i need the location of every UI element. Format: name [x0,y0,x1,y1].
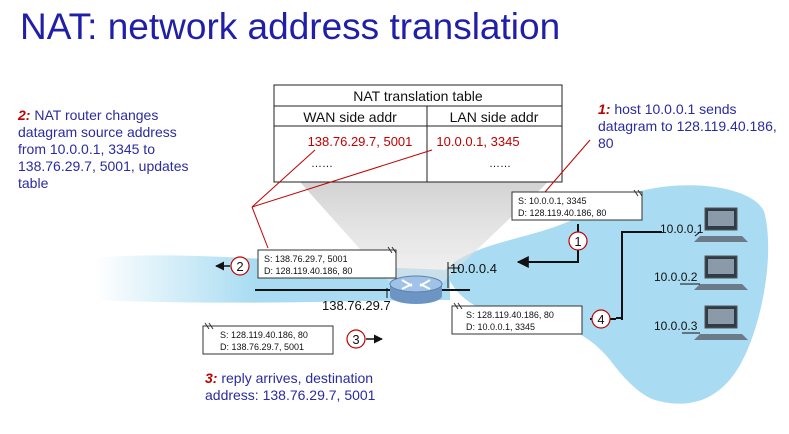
table-cone [300,182,548,285]
step-circle-1: 1 [568,231,588,251]
svg-text:S: 128.119.40.186, 80: S: 128.119.40.186, 80 [466,310,554,320]
step-circle-2: 2 [230,256,250,276]
svg-text:S: 128.119.40.186, 80: S: 128.119.40.186, 80 [220,330,308,340]
host-addr-1: 10.0.0.1 [660,222,704,236]
pointer-line-2 [251,149,433,208]
nat-table-ellipsis-wan: …… [311,158,333,170]
host-computer-1 [694,207,748,242]
svg-text:S: 10.0.0.1, 3345: S: 10.0.0.1, 3345 [518,196,587,206]
step-circle-3: 3 [346,329,366,349]
page-title: NAT: network address translation [20,6,561,47]
nat-table-title: NAT translation table [353,88,483,104]
svg-text:D: 128.119.40.186, 80: D: 128.119.40.186, 80 [264,266,352,276]
pointer-line-3 [251,206,269,249]
note-step-3: 3: reply arrives, destination address: 1… [205,370,376,403]
svg-text:D: 10.0.0.1, 3345: D: 10.0.0.1, 3345 [466,322,535,332]
host-computer-3 [694,305,748,340]
nat-table-row-wan: 138.76.29.7, 5001 [308,134,413,149]
note-step-1: 1: host 10.0.0.1 sends datagram to 128.1… [598,101,777,151]
packet-3: S: 128.119.40.186, 80 D: 138.76.29.7, 50… [202,322,334,355]
nat-table-col-lan: LAN side addr [450,109,539,125]
host-computer-2 [694,255,748,290]
nat-table [273,84,563,183]
nat-table-row-lan: 10.0.0.1, 3345 [436,134,519,149]
svg-text:2: 2 [236,259,243,274]
svg-text:3: 3 [352,332,359,347]
router-lan-addr: 10.0.0.4 [450,261,497,276]
nat-table-col-wan: WAN side addr [303,109,397,125]
host-addr-2: 10.0.0.2 [654,270,698,284]
svg-text:1: 1 [574,234,581,249]
host-addr-3: 10.0.0.3 [654,319,698,333]
svg-text:S: 138.76.29.7, 5001: S: 138.76.29.7, 5001 [264,254,348,264]
router-wan-addr: 138.76.29.7 [322,298,391,313]
packet-2: S: 138.76.29.7, 5001 D: 128.119.40.186, … [257,246,397,279]
packet-1: S: 10.0.0.1, 3345 D: 128.119.40.186, 80 [511,189,643,221]
pointer-line-4 [544,139,591,193]
nat-table-ellipsis-lan: …… [489,158,511,170]
svg-text:D: 128.119.40.186, 80: D: 128.119.40.186, 80 [518,208,606,218]
step-circle-4: 4 [591,309,611,329]
svg-text:D: 138.76.29.7, 5001: D: 138.76.29.7, 5001 [220,342,304,352]
packet-4: S: 128.119.40.186, 80 D: 10.0.0.1, 3345 [451,302,583,335]
svg-text:4: 4 [597,312,604,327]
note-step-2: 2: NAT router changes datagram source ad… [18,107,189,191]
nat-router [389,275,443,304]
pointer-line-1 [251,149,316,208]
lan-bus [621,231,662,320]
lan-cloud [445,185,769,404]
